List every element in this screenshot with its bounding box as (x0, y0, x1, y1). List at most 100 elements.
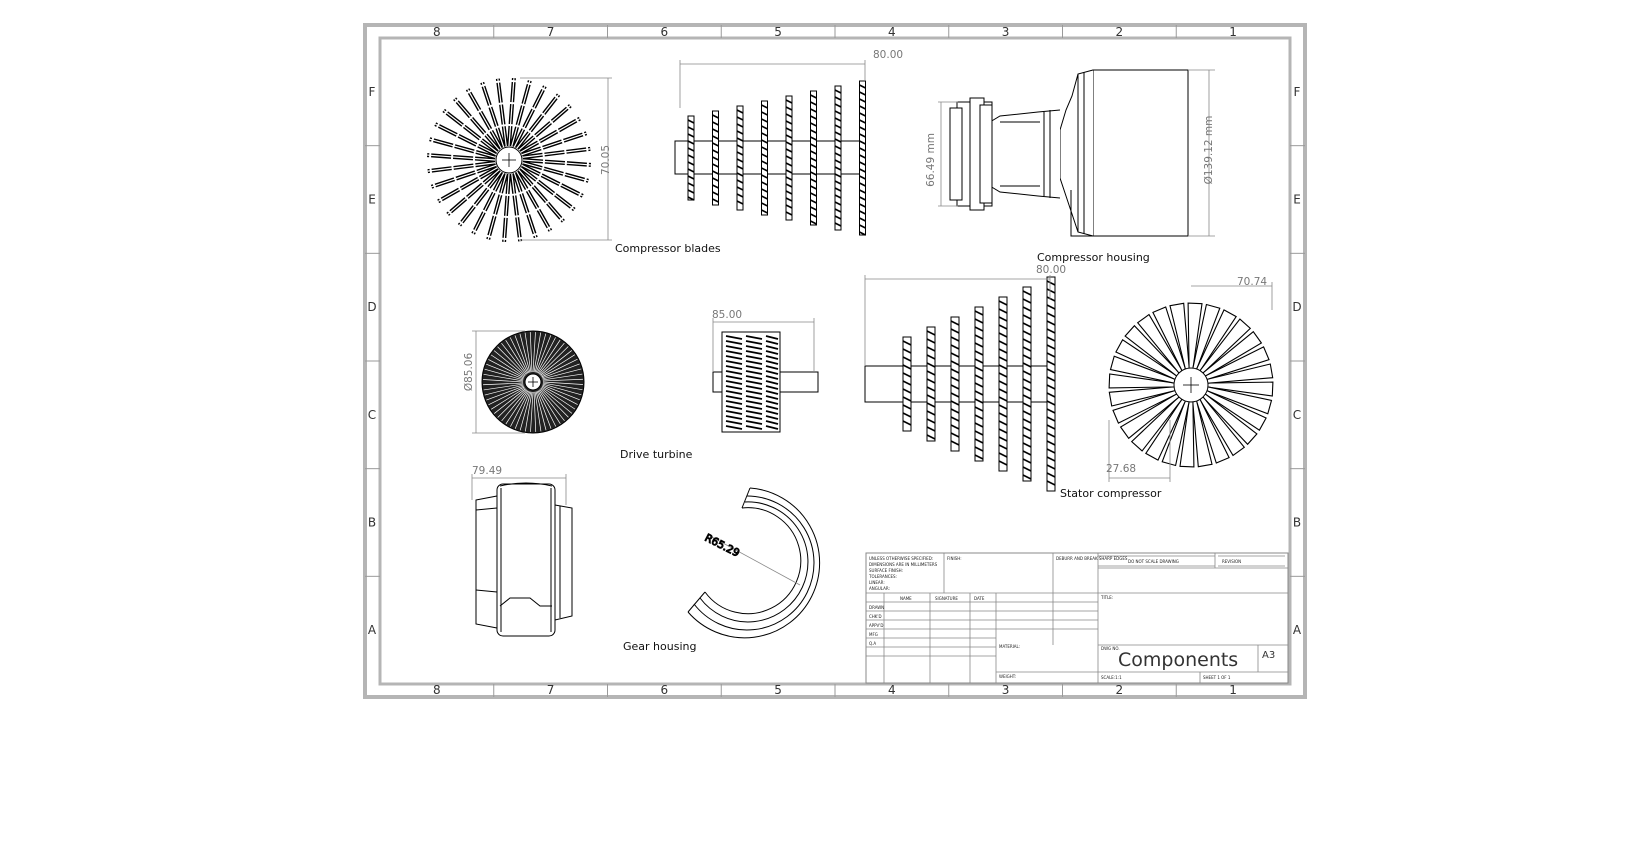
blade-edge (736, 130, 744, 135)
stator-edge (1046, 352, 1056, 358)
turbine-blade-edge (745, 340, 763, 345)
tb-note-1: UNLESS OTHERWISE SPECIFIED: (869, 556, 933, 561)
stator-edge (1022, 474, 1032, 480)
turbine-blade-edge (725, 405, 743, 410)
blade-edge (712, 184, 719, 189)
stator-edge (1046, 472, 1056, 478)
gear-housing-radius-dim: R65.29 (703, 532, 742, 560)
blade-edge (785, 106, 793, 111)
gear-housing-width-dim: 79.49 (471, 465, 567, 505)
compressor-blades-caption: Compressor blades (615, 242, 721, 255)
zone-label-col: 2 (1116, 25, 1124, 39)
stator-edge (998, 308, 1008, 314)
zone-label-col: 6 (661, 683, 669, 697)
stator-edge (998, 460, 1008, 466)
stator-edge (1046, 480, 1056, 486)
blade-edge (736, 151, 744, 156)
turbine-blade-edge (745, 375, 763, 380)
blade-edge (834, 103, 842, 108)
blade-edge (834, 173, 842, 178)
turbine-blade-edge (765, 410, 779, 415)
stator-edge (950, 408, 960, 414)
turbine-vane (488, 386, 525, 406)
blade-edge (810, 150, 817, 155)
blade-edge (687, 161, 695, 166)
stator-edge (950, 328, 960, 334)
stator-edge (974, 310, 984, 316)
turbine-vane (537, 339, 561, 374)
blade-edge (785, 162, 793, 167)
turbine-blade-edge (725, 335, 743, 340)
stator-row (1022, 286, 1032, 482)
blade-edge (859, 98, 866, 103)
blade-edge (761, 125, 768, 130)
stator-edge (950, 392, 960, 398)
turbine-vane (534, 391, 542, 432)
stator-edge (998, 300, 1008, 306)
stator-row (974, 306, 984, 462)
zone-label-col: 2 (1116, 683, 1124, 697)
turbine-vane (490, 387, 526, 410)
stator-edge (998, 388, 1008, 394)
stator-edge (974, 398, 984, 404)
stator-edge (926, 378, 936, 384)
turbine-blade-edge (725, 400, 743, 405)
turbine-vane (530, 391, 534, 432)
blade-edge (712, 170, 719, 175)
stator-row (902, 336, 912, 432)
blade-edge (810, 94, 817, 99)
blade-edge (736, 172, 744, 177)
zone-label-row: A (368, 623, 377, 637)
tb-col-signature: SIGNATURE (935, 596, 958, 601)
turbine-blade-edge (745, 410, 763, 415)
zone-label-row: D (367, 300, 376, 314)
turbine-vane (533, 332, 542, 373)
turbine-vane (483, 373, 524, 382)
stator-edge (950, 360, 960, 366)
blade-edge (859, 175, 866, 180)
blade-edge (810, 178, 817, 183)
stator-edge (998, 348, 1008, 354)
stator-edge (1046, 336, 1056, 342)
turbine-vane (538, 389, 561, 425)
turbine-vane (540, 350, 573, 376)
turbine-blade-edge (745, 370, 763, 375)
turbine-blade-edge (725, 385, 743, 390)
turbine-vane (505, 390, 529, 425)
blade-edge (785, 113, 793, 118)
blade-edge (859, 203, 866, 208)
blade-edge (761, 209, 768, 214)
turbine-blade-edge (725, 370, 743, 375)
tb-finish-label: FINISH: (947, 556, 962, 561)
blade-edge (736, 158, 744, 163)
zone-label-col: 3 (1002, 683, 1010, 697)
blade-edge (810, 192, 817, 197)
blade-highlight (518, 105, 571, 151)
stator-edge (950, 440, 960, 446)
blade-highlight (431, 164, 497, 188)
blade-highlight (429, 138, 496, 158)
turbine-vane (505, 339, 528, 375)
blade-edge (761, 167, 768, 172)
blade-edge (810, 199, 817, 204)
blade-highlight (521, 164, 584, 197)
blade-edge (859, 168, 866, 173)
stator-edge (902, 372, 912, 378)
blade-highlight (447, 169, 500, 215)
turbine-blade-edge (765, 385, 779, 390)
stator-edge (926, 402, 936, 408)
blade-edge (810, 108, 817, 113)
tb-do-not-scale: DO NOT SCALE DRAWING (1128, 559, 1179, 564)
turbine-vane (483, 379, 524, 383)
turbine-blade-edge (765, 415, 779, 420)
blade-edge (834, 194, 842, 199)
blade-edge (761, 104, 768, 109)
stator-edge (926, 426, 936, 432)
blade-edge (736, 193, 744, 198)
blade-edge (785, 148, 793, 153)
turbine-blade-edge (765, 345, 779, 350)
blade-edge (712, 142, 719, 147)
stator-edge (974, 326, 984, 332)
blade-edge (687, 147, 695, 152)
stator-edge (950, 368, 960, 374)
